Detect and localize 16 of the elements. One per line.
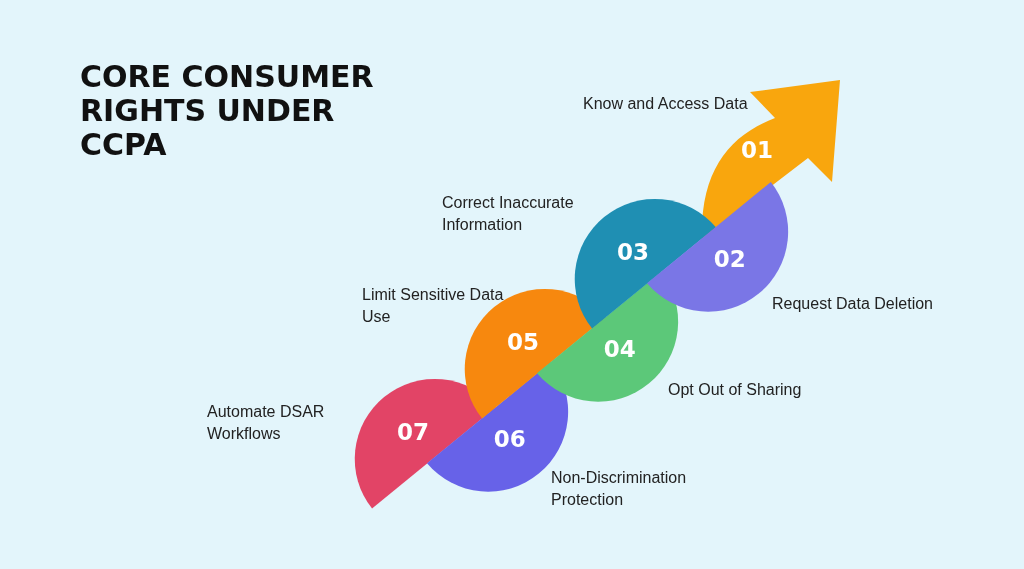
step-number: 03 <box>617 239 650 266</box>
step-label: Correct Inaccurate Information <box>442 193 575 235</box>
step-label: Non-Discrimination Protection <box>551 468 688 510</box>
step-number: 02 <box>713 245 746 272</box>
step-label: Request Data Deletion <box>772 294 934 314</box>
step-number: 07 <box>397 419 430 446</box>
step-label: Opt Out of Sharing <box>668 380 803 400</box>
step-label: Know and Access Data <box>583 94 749 114</box>
half-circle-step <box>574 198 716 329</box>
step-label: Limit Sensitive Data Use <box>362 285 505 327</box>
step-label: Automate DSAR Workflows <box>207 402 326 444</box>
step-number: 06 <box>493 425 526 452</box>
title: CORE CONSUMER RIGHTS UNDER CCPA <box>80 60 375 162</box>
step-number: 05 <box>507 329 540 356</box>
step-number: 04 <box>603 335 636 362</box>
step-number: 01 <box>741 137 773 163</box>
